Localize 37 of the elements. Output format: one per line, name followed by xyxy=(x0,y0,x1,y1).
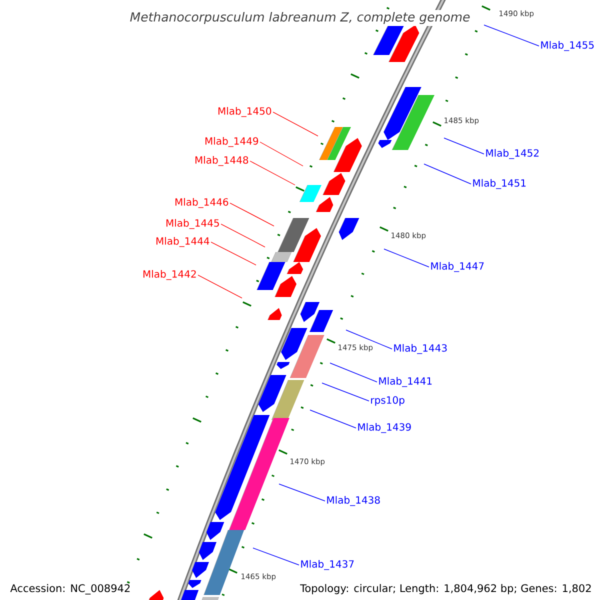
accession-text: Accession: NC_008942 xyxy=(10,584,130,594)
gene-label: Mlab_1449 xyxy=(205,137,258,147)
gene-label: Mlab_1437 xyxy=(301,560,354,570)
gene-label: Mlab_1438 xyxy=(327,496,380,506)
leader-line xyxy=(310,410,356,428)
gene-label: Mlab_1443 xyxy=(394,344,447,354)
gene-label: Mlab_1439 xyxy=(358,423,411,433)
gene-label: Mlab_1441 xyxy=(379,377,432,387)
leader-line xyxy=(444,138,484,154)
leader-line xyxy=(424,164,472,184)
leader-line xyxy=(346,330,392,350)
leader-line xyxy=(330,362,378,382)
genome-info-text: Topology: circular; Length: 1,804,962 bp; Genes: 1,802 xyxy=(300,584,591,594)
leader-line xyxy=(210,242,256,266)
leader-line xyxy=(250,160,296,186)
gene-label: Mlab_1444 xyxy=(156,237,210,247)
leader-line xyxy=(322,382,370,402)
gene-label: Mlab_1450 xyxy=(218,107,272,117)
leader-line xyxy=(278,484,326,502)
gene-label: Mlab_1448 xyxy=(195,156,248,166)
gene-label: Mlab_1445 xyxy=(166,219,219,229)
leader-line xyxy=(220,224,266,248)
gene-label: Mlab_1447 xyxy=(431,262,484,272)
gene-label: Mlab_1446 xyxy=(175,198,228,208)
leader-line xyxy=(272,112,318,136)
leader-line xyxy=(252,548,300,566)
gene-label: Mlab_1451 xyxy=(473,179,526,189)
leader-line xyxy=(198,274,242,298)
leader-line xyxy=(384,248,430,268)
leader-line xyxy=(484,24,540,46)
leader-line xyxy=(260,142,304,166)
gene-label: Mlab_1455 xyxy=(541,41,594,51)
title: Methanocorpusculum labreanum Z, complete genome xyxy=(128,10,472,26)
gene-label: Mlab_1452 xyxy=(486,149,539,159)
leader-line xyxy=(230,202,274,226)
gene-label: Mlab_1442 xyxy=(143,270,196,280)
gene-label: rps10p xyxy=(371,396,404,406)
